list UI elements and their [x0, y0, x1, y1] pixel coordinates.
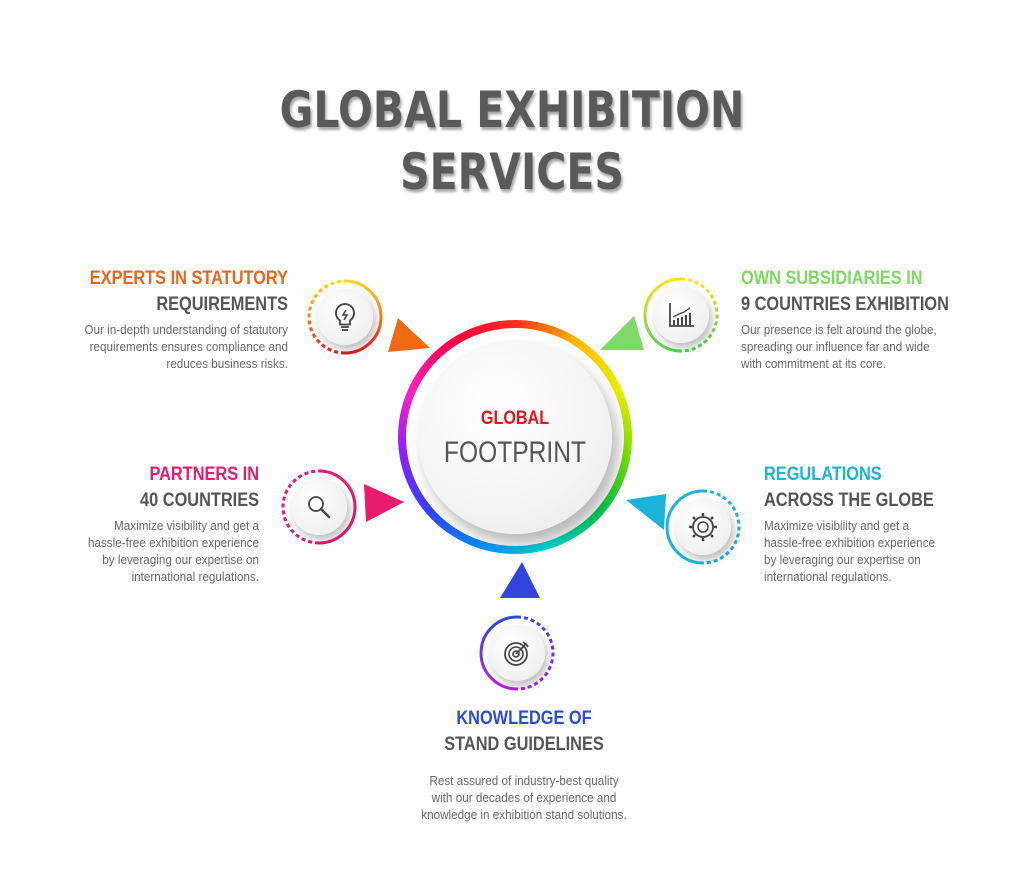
node-regulations	[664, 488, 742, 566]
node-ring	[307, 279, 383, 355]
arrow-statutory	[388, 318, 430, 352]
arrow-subsidiaries	[600, 316, 644, 350]
bar-chart-icon	[669, 303, 694, 327]
center-disc	[418, 340, 612, 534]
heading-statutory-1: EXPERTS IN STATUTORY	[89, 268, 288, 289]
node-ring	[665, 489, 741, 565]
text-block-regulations: REGULATIONS ACROSS THE GLOBE Maximize vi…	[764, 462, 1004, 585]
node-ring	[479, 615, 555, 691]
target-icon	[504, 641, 529, 666]
description-partners: Maximize visibility and get a hassle-fre…	[87, 518, 259, 584]
arrow-partners	[364, 484, 404, 522]
magnifier-icon	[308, 496, 331, 519]
lightbulb-icon	[335, 303, 355, 331]
description-regulations: Maximize visibility and get a hassle-fre…	[764, 518, 936, 584]
text-block-partners: PARTNERS IN 40 COUNTRIES Maximize visibi…	[40, 462, 259, 585]
heading-partners-2: 40 COUNTRIES	[140, 490, 259, 511]
description-guidelines: Rest assured of industry-best quality wi…	[421, 773, 627, 822]
arrow-guidelines	[500, 562, 540, 598]
description-subsidiaries: Our presence is felt around the globe, s…	[741, 322, 937, 371]
heading-subsidiaries-1: OWN SUBSIDIARIES IN	[741, 268, 923, 289]
node-statutory	[306, 278, 384, 356]
heading-subsidiaries-2: 9 COUNTRIES EXHIBITION	[741, 294, 949, 315]
text-block-subsidiaries: OWN SUBSIDIARIES IN 9 COUNTRIES EXHIBITI…	[741, 266, 1001, 372]
heading-regulations-2: ACROSS THE GLOBE	[764, 490, 934, 511]
node-ring	[643, 277, 719, 353]
description-statutory: Our in-depth understanding of statutory …	[84, 322, 289, 371]
center-label-global: GLOBAL	[480, 408, 550, 429]
text-block-guidelines: KNOWLEDGE OF STAND GUIDELINES Rest assur…	[374, 706, 674, 823]
node-ring	[281, 469, 357, 545]
title-line-1: GLOBAL EXHIBITION	[279, 81, 745, 139]
title-line-2: SERVICES	[400, 143, 624, 201]
node-partners	[280, 468, 358, 546]
heading-partners-1: PARTNERS IN	[149, 464, 259, 485]
center-hub: GLOBAL FOOTPRINT	[398, 320, 632, 554]
node-subsidiaries	[642, 276, 720, 354]
arrow-regulations	[626, 494, 666, 530]
gear-icon	[689, 513, 717, 541]
heading-guidelines-2: STAND GUIDELINES	[444, 734, 604, 755]
text-block-statutory: EXPERTS IN STATUTORY REQUIREMENTS Our in…	[40, 266, 288, 372]
heading-statutory-2: REQUIREMENTS	[156, 294, 288, 315]
heading-regulations-1: REGULATIONS	[764, 464, 882, 485]
node-guidelines	[478, 614, 556, 692]
heading-guidelines-1: KNOWLEDGE OF	[456, 708, 592, 729]
center-label-footprint: FOOTPRINT	[443, 436, 587, 469]
